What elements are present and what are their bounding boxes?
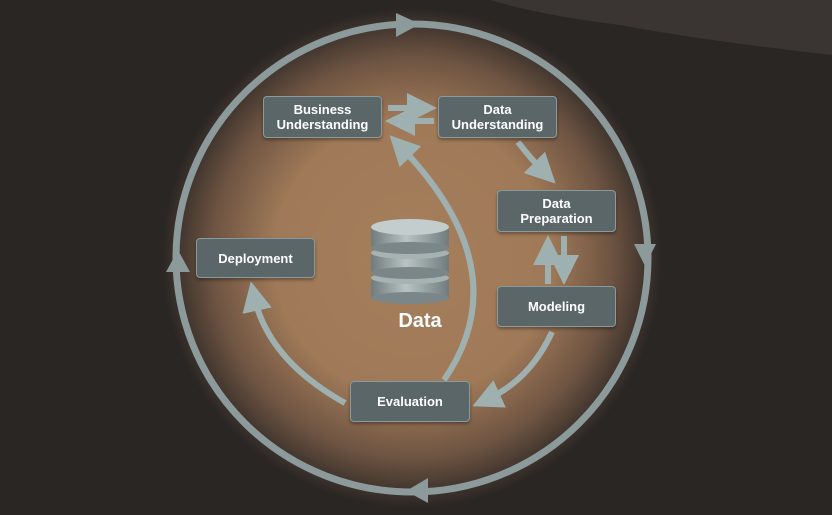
phase-deployment: Deployment: [196, 238, 315, 278]
cycle-arrowhead-right: [634, 244, 656, 266]
phase-modeling: Modeling: [497, 286, 616, 327]
phase-evaluation: Evaluation: [350, 381, 470, 422]
phase-business-understanding: Business Understanding: [263, 96, 382, 138]
arrow-evaluation-to-deployment: [242, 281, 347, 406]
phase-data-understanding: Data Understanding: [438, 96, 557, 138]
cycle-arrowhead-left: [166, 250, 190, 272]
data-label: Data: [398, 310, 442, 332]
phase-data-preparation: Data Preparation: [497, 190, 616, 232]
arrow-evaluation-to-business: [389, 135, 477, 382]
arrow-data-understanding-to-preparation: [515, 140, 556, 184]
cycle-arrowhead-top: [396, 13, 420, 37]
arrow-modeling-to-evaluation: [472, 330, 555, 408]
database-icon: [371, 219, 449, 304]
cycle-arrowhead-bottom: [406, 478, 428, 503]
corner-texture: [490, 0, 832, 55]
